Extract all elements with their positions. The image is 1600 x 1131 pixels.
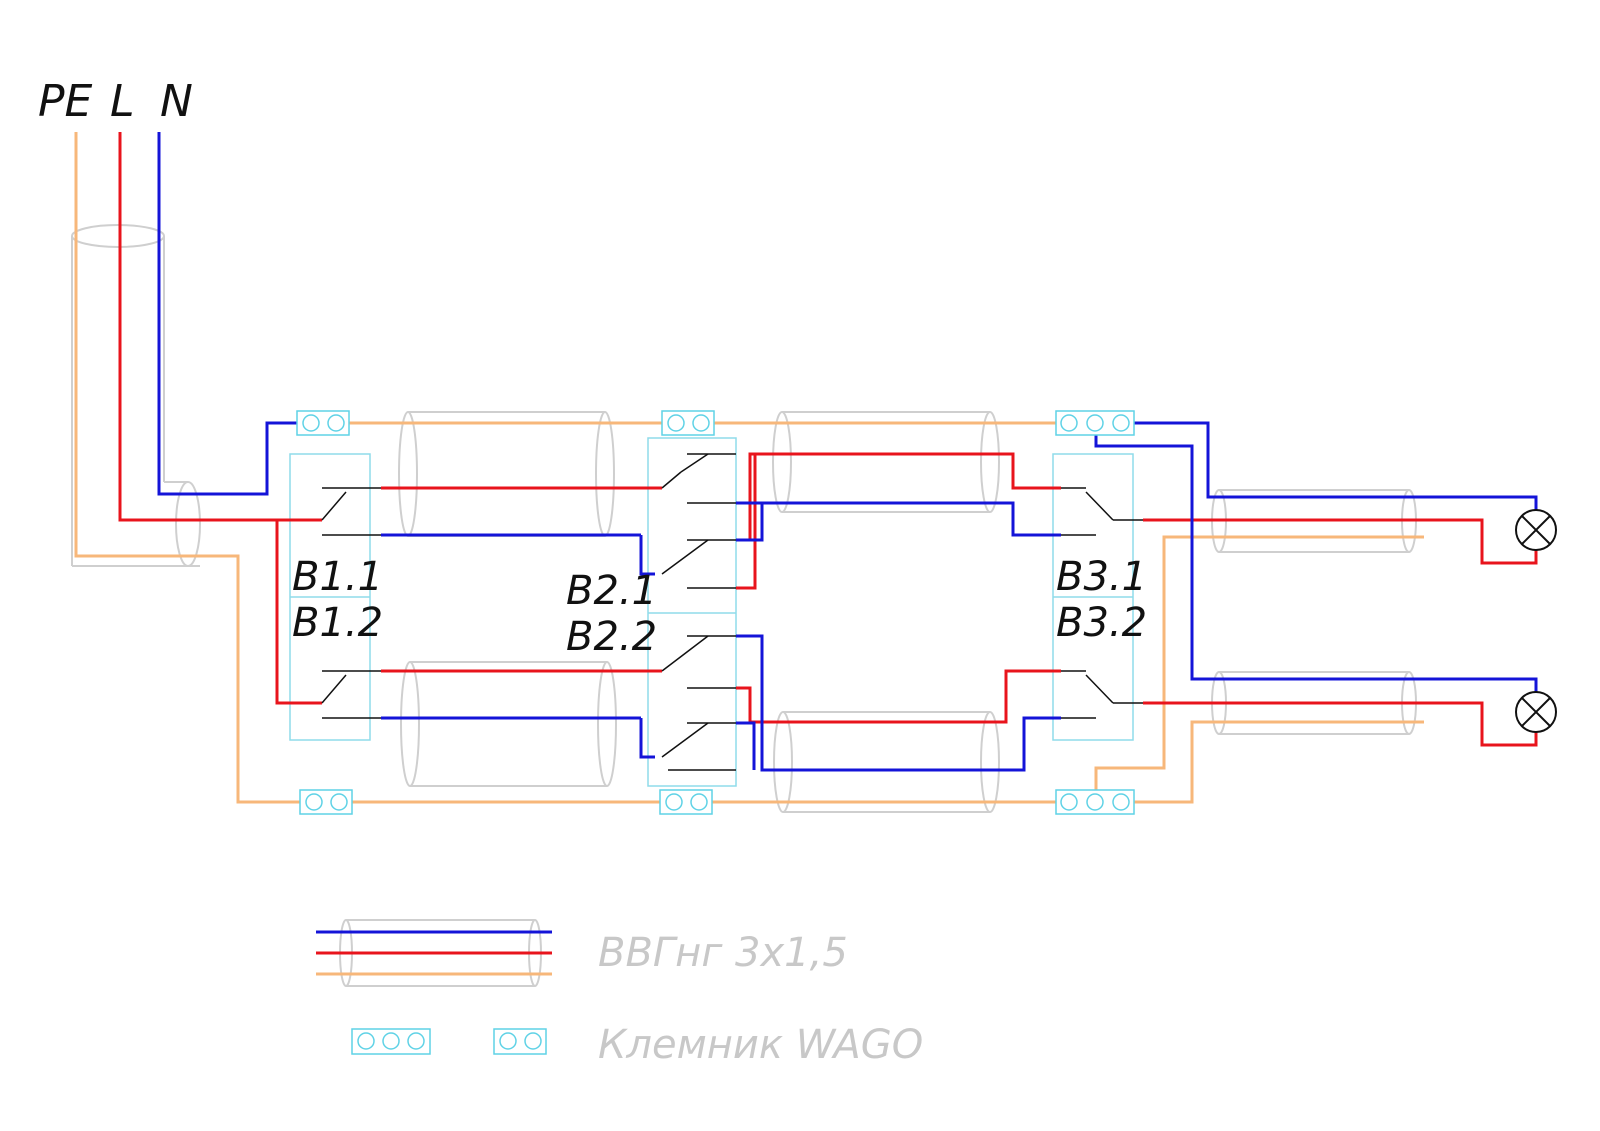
- wago-2-pole-terminal-icon: [659, 789, 713, 815]
- l-wires: [118, 132, 1538, 747]
- cable-b22-b32: [773, 711, 1000, 813]
- switch-frames: [289, 437, 1134, 787]
- contact-b31: [1061, 487, 1143, 536]
- lamps: [1515, 509, 1557, 733]
- legend-cable-symbol: [316, 919, 552, 987]
- contact-b32: [1061, 670, 1143, 719]
- switch-contacts: [321, 453, 1143, 771]
- wago-terminals: [296, 410, 1135, 815]
- legend-terminal-text: Клемник WAGO: [598, 1022, 923, 1068]
- label-pe: PE: [38, 76, 93, 127]
- label-n: N: [160, 76, 193, 127]
- contact-b21: [661, 453, 736, 589]
- lamp-cross-circle-icon: [1515, 509, 1557, 551]
- lamp-cross-circle-icon: [1515, 691, 1557, 733]
- cable-b12-b22: [400, 661, 617, 787]
- label-l: L: [110, 76, 135, 127]
- label-switch-b12: B1.2: [292, 600, 383, 646]
- label-switch-b31: B3.1: [1056, 554, 1147, 600]
- label-switch-b11: B1.1: [292, 554, 383, 600]
- cable-b11-b21: [398, 411, 615, 537]
- label-switch-b21: B2.1: [566, 568, 657, 614]
- wago-2-pole-terminal-icon: [299, 789, 353, 815]
- switch-b2-frame: [647, 437, 737, 787]
- wago-3-pole-terminal-icon: [351, 1028, 431, 1055]
- contact-b22: [661, 635, 736, 771]
- cable-b21-b31: [772, 411, 1000, 513]
- diagram-labels: PE L N B1.1 B1.2 B2.1 B2.2 B3.1 B3.2: [38, 76, 1147, 660]
- contact-b11: [321, 487, 381, 536]
- label-switch-b32: B3.2: [1056, 600, 1147, 646]
- wago-3-pole-terminal-icon: [1055, 789, 1135, 815]
- wago-2-pole-terminal-icon: [493, 1028, 547, 1055]
- incoming-cable-sheath: [71, 224, 201, 567]
- label-switch-b22: B2.2: [566, 614, 657, 660]
- wago-2-pole-terminal-icon: [296, 410, 350, 436]
- contact-b12: [321, 670, 381, 719]
- legend-cable-text: ВВГнг 3х1,5: [598, 930, 848, 976]
- n-wires: [157, 132, 1538, 772]
- wago-2-pole-terminal-icon: [661, 410, 715, 436]
- wago-3-pole-terminal-icon: [1055, 410, 1135, 436]
- legend: ВВГнг 3х1,5 Клемник WAGO: [316, 919, 923, 1068]
